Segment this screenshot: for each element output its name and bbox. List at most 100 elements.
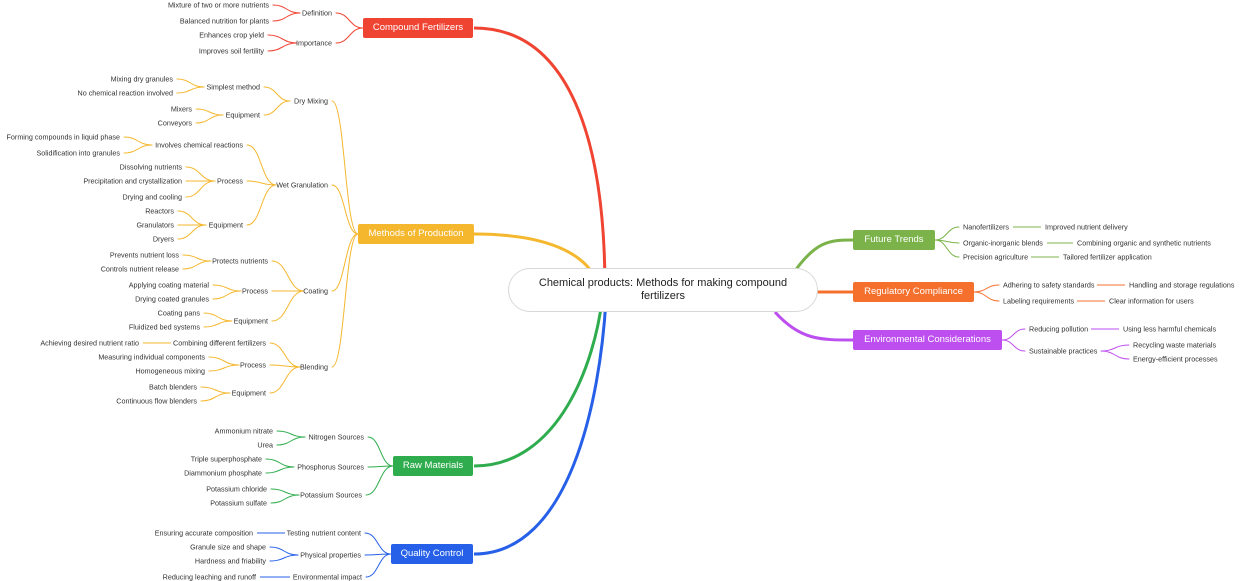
branch-compound-fertilizers[interactable]: Compound Fertilizers — [363, 18, 473, 38]
node-phosphorus-sources[interactable]: Phosphorus Sources — [297, 462, 364, 472]
node-clear-information[interactable]: Clear information for users — [1109, 296, 1194, 306]
node-testing-nutrient-content[interactable]: Testing nutrient content — [286, 528, 361, 538]
node-solidification[interactable]: Solidification into granules — [36, 148, 120, 158]
node-forming-compounds[interactable]: Forming compounds in liquid phase — [6, 132, 120, 142]
node-reactors[interactable]: Reactors — [145, 206, 174, 216]
node-applying-coating[interactable]: Applying coating material — [128, 280, 209, 290]
node-definition-2[interactable]: Balanced nutrition for plants — [179, 16, 269, 26]
node-coating[interactable]: Coating — [303, 286, 328, 296]
node-urea[interactable]: Urea — [257, 440, 273, 450]
node-mixing-dry-granules[interactable]: Mixing dry granules — [110, 74, 173, 84]
l — [973, 291, 1000, 302]
node-bl-process[interactable]: Process — [240, 360, 266, 370]
l — [176, 86, 205, 94]
link-definition — [335, 12, 364, 29]
node-definition-1[interactable]: Mixture of two or more nutrients — [167, 0, 269, 10]
node-nanofertilizers[interactable]: Nanofertilizers — [963, 222, 1009, 232]
branch-quality-control[interactable]: Quality Control — [391, 544, 473, 564]
node-hardness-friability[interactable]: Hardness and friability — [194, 556, 266, 566]
branch-raw-materials-label: Raw Materials — [402, 460, 464, 471]
link-method-0 — [331, 100, 359, 235]
node-ammonium-nitrate[interactable]: Ammonium nitrate — [214, 426, 273, 436]
node-wg-equipment[interactable]: Equipment — [208, 220, 243, 230]
node-protects-nutrients[interactable]: Protects nutrients — [212, 256, 268, 266]
node-triple-superphosphate[interactable]: Triple superphosphate — [190, 454, 262, 464]
node-recycling-waste[interactable]: Recycling waste materials — [1133, 340, 1217, 350]
node-drying-coated[interactable]: Drying coated granules — [135, 294, 209, 304]
node-fluidized-bed[interactable]: Fluidized bed systems — [128, 322, 200, 332]
l — [212, 284, 242, 292]
node-potassium-sources[interactable]: Potassium Sources — [300, 490, 362, 500]
node-dm-equipment[interactable]: Equipment — [225, 110, 260, 120]
node-prevents-nutrient-loss[interactable]: Prevents nutrient loss — [109, 250, 179, 260]
node-homogeneous-mixing[interactable]: Homogeneous mixing — [135, 366, 205, 376]
node-mixers[interactable]: Mixers — [170, 104, 192, 114]
node-controls-release[interactable]: Controls nutrient release — [100, 264, 179, 274]
node-blending[interactable]: Blending — [300, 362, 328, 372]
node-accurate-composition[interactable]: Ensuring accurate composition — [154, 528, 253, 538]
l — [200, 392, 231, 402]
node-batch-blenders[interactable]: Batch blenders — [149, 382, 197, 392]
node-less-harmful-chemicals[interactable]: Using less harmful chemicals — [1123, 324, 1217, 334]
node-dryers[interactable]: Dryers — [152, 234, 174, 244]
node-granulators[interactable]: Granulators — [136, 220, 174, 230]
node-environmental-impact[interactable]: Environmental impact — [292, 572, 362, 581]
node-no-chemical-reaction[interactable]: No chemical reaction involved — [77, 88, 173, 98]
node-definition[interactable]: Definition — [302, 8, 332, 18]
node-importance[interactable]: Importance — [296, 38, 332, 48]
branch-environmental-considerations[interactable]: Environmental Considerations — [853, 330, 1002, 350]
node-precipitation[interactable]: Precipitation and crystallization — [83, 176, 182, 186]
node-organic-inorganic[interactable]: Organic-inorganic blends — [963, 238, 1043, 248]
node-precision-agriculture[interactable]: Precision agriculture — [963, 252, 1029, 262]
node-wet-granulation[interactable]: Wet Granulation — [276, 180, 328, 190]
node-combining-fertilizers[interactable]: Combining different fertilizers — [173, 338, 266, 348]
l — [246, 144, 277, 186]
node-dry-mixing[interactable]: Dry Mixing — [294, 96, 328, 106]
node-labeling-requirements[interactable]: Labeling requirements — [1003, 296, 1075, 306]
central-topic[interactable]: Chemical products: Methods for making co… — [508, 268, 818, 312]
node-co-equipment[interactable]: Equipment — [233, 316, 268, 326]
link-imp-2 — [267, 42, 298, 52]
node-conveyors[interactable]: Conveyors — [157, 118, 192, 128]
node-handling-storage[interactable]: Handling and storage regulations — [1129, 280, 1235, 290]
node-coating-pans[interactable]: Coating pans — [157, 308, 200, 318]
node-desired-ratio[interactable]: Achieving desired nutrient ratio — [40, 338, 139, 348]
node-bl-equipment[interactable]: Equipment — [231, 388, 266, 398]
node-nitrogen-sources[interactable]: Nitrogen Sources — [308, 432, 364, 442]
node-involves-chemical-reactions[interactable]: Involves chemical reactions — [155, 140, 243, 150]
node-physical-properties[interactable]: Physical properties — [300, 550, 361, 560]
node-co-process[interactable]: Process — [242, 286, 268, 296]
node-energy-efficient[interactable]: Energy-efficient processes — [1133, 354, 1218, 364]
branch-raw-materials[interactable]: Raw Materials — [393, 456, 473, 476]
l — [212, 290, 242, 300]
node-combining-organic[interactable]: Combining organic and synthetic nutrient… — [1077, 238, 1211, 248]
node-safety-standards[interactable]: Adhering to safety standards — [1003, 280, 1095, 290]
node-continuous-blenders[interactable]: Continuous flow blenders — [116, 396, 197, 406]
branch-regulatory-compliance[interactable]: Regulatory Compliance — [853, 282, 974, 302]
node-measuring-components[interactable]: Measuring individual components — [98, 352, 205, 362]
branch-methods-of-production-label: Methods of Production — [368, 228, 464, 239]
branch-methods-of-production[interactable]: Methods of Production — [358, 224, 474, 244]
node-importance-2[interactable]: Improves soil fertility — [198, 46, 264, 56]
l — [934, 239, 960, 258]
link-method-2 — [331, 233, 359, 292]
link-def-1 — [272, 4, 301, 14]
node-reducing-pollution[interactable]: Reducing pollution — [1029, 324, 1089, 334]
node-drying-cooling[interactable]: Drying and cooling — [122, 192, 182, 202]
node-reducing-leaching[interactable]: Reducing leaching and runoff — [162, 572, 256, 581]
node-diammonium-phosphate[interactable]: Diammonium phosphate — [184, 468, 262, 478]
node-potassium-sulfate[interactable]: Potassium sulfate — [210, 498, 267, 508]
branch-compound-fertilizers-label: Compound Fertilizers — [372, 22, 464, 33]
node-importance-1[interactable]: Enhances crop yield — [199, 30, 264, 40]
node-granule-size[interactable]: Granule size and shape — [190, 542, 266, 552]
node-potassium-chloride[interactable]: Potassium chloride — [206, 484, 267, 494]
branch-future-trends[interactable]: Future Trends — [853, 230, 935, 250]
node-sustainable-practices[interactable]: Sustainable practices — [1029, 346, 1098, 356]
node-simplest-method[interactable]: Simplest method — [206, 82, 260, 92]
node-improved-delivery[interactable]: Improved nutrient delivery — [1045, 222, 1128, 232]
node-tailored-application[interactable]: Tailored fertilizer application — [1063, 252, 1152, 262]
node-wg-process[interactable]: Process — [217, 176, 243, 186]
l — [271, 290, 305, 322]
node-dissolving-nutrients[interactable]: Dissolving nutrients — [119, 162, 182, 172]
